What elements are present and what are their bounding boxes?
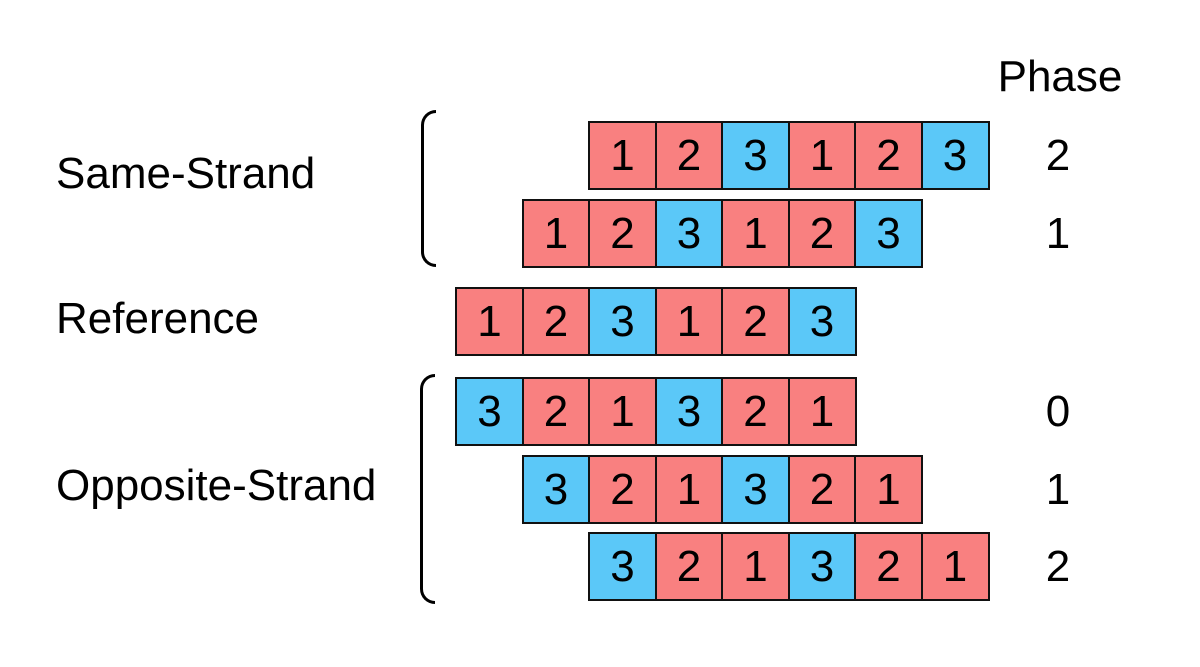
opposite-strand-bracket bbox=[420, 374, 435, 604]
phase-column-header: Phase bbox=[997, 52, 1123, 101]
codon-cell: 1 bbox=[588, 377, 657, 446]
same-strand-bracket bbox=[421, 110, 436, 267]
codon-cell: 1 bbox=[787, 377, 857, 446]
codon-cell: 2 bbox=[588, 455, 657, 524]
phase-value: 0 bbox=[1045, 386, 1071, 436]
codon-cell: 2 bbox=[654, 121, 724, 190]
codon-cell: 2 bbox=[521, 287, 591, 356]
codon-cell: 3 bbox=[920, 121, 990, 190]
codon-cell: 3 bbox=[521, 455, 591, 524]
codon-cell: 3 bbox=[654, 199, 724, 268]
codon-cell: 2 bbox=[787, 455, 857, 524]
codon-cell: 3 bbox=[654, 377, 724, 446]
codon-cell: 2 bbox=[721, 287, 790, 356]
codon-cell: 3 bbox=[455, 377, 524, 446]
opposite-strand-label: Opposite-Strand bbox=[56, 461, 377, 510]
codon-cell: 3 bbox=[588, 287, 657, 356]
codon-cell: 1 bbox=[588, 121, 657, 190]
codon-cell: 3 bbox=[588, 532, 657, 601]
codon-cell: 1 bbox=[721, 532, 790, 601]
codon-cell: 3 bbox=[721, 455, 790, 524]
codon-cell: 1 bbox=[787, 121, 857, 190]
codon-cell: 3 bbox=[721, 121, 790, 190]
phase-value: 1 bbox=[1045, 208, 1071, 258]
codon-cell: 2 bbox=[521, 377, 591, 446]
codon-cell: 3 bbox=[787, 532, 857, 601]
codon-cell: 1 bbox=[654, 455, 724, 524]
codon-cell: 3 bbox=[854, 199, 923, 268]
codon-cell: 2 bbox=[787, 199, 857, 268]
codon-cell: 2 bbox=[588, 199, 657, 268]
codon-cell: 1 bbox=[920, 532, 990, 601]
codon-cell: 1 bbox=[721, 199, 790, 268]
codon-cell: 3 bbox=[787, 287, 857, 356]
phase-value: 1 bbox=[1045, 464, 1071, 514]
same-strand-label: Same-Strand bbox=[56, 149, 316, 198]
codon-cell: 1 bbox=[854, 455, 923, 524]
codon-cell: 2 bbox=[654, 532, 724, 601]
codon-cell: 2 bbox=[721, 377, 790, 446]
codon-cell: 2 bbox=[854, 532, 923, 601]
phase-value: 2 bbox=[1045, 541, 1071, 591]
codon-cell: 1 bbox=[455, 287, 524, 356]
codon-cell: 1 bbox=[521, 199, 591, 268]
phase-value: 2 bbox=[1045, 130, 1071, 180]
reference-label: Reference bbox=[56, 294, 260, 343]
codon-cell: 2 bbox=[854, 121, 923, 190]
codon-cell: 1 bbox=[654, 287, 724, 356]
